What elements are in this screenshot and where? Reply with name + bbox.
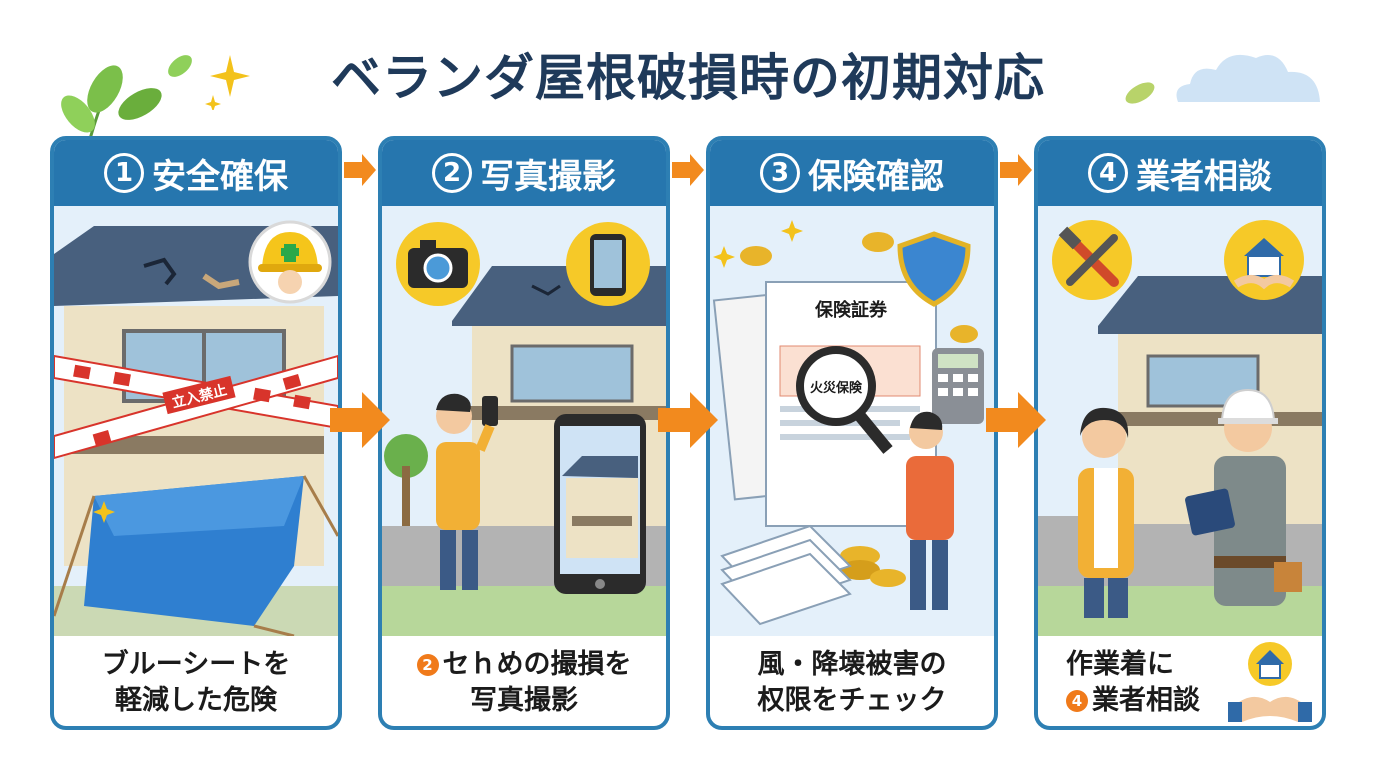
policy-title: 保険証券: [814, 299, 888, 321]
step-card-1: 1 安全確保: [50, 136, 342, 730]
arrow-right-icon: [986, 392, 1046, 448]
step-number-3: 3: [760, 153, 800, 193]
step-card-3: 3 保険確認 保険証券 火災保険: [706, 136, 998, 730]
caption-badge-4: 4: [1066, 690, 1088, 713]
step-card-2: 2 写真撮影: [378, 136, 670, 730]
house-handshake-icon: [1224, 220, 1304, 300]
leaf-decoration-icon: [1125, 82, 1155, 104]
step-caption-line: 風・降壊被害の: [757, 648, 947, 680]
step-caption-line: 权限をチェック: [757, 685, 947, 716]
leaf-decoration-icon: [61, 55, 192, 140]
shield-icon: [897, 231, 971, 307]
arrow-right-icon: [1000, 154, 1032, 186]
step-header-3: 3 保険確認: [710, 140, 994, 206]
magnifier-icon: 火災保険: [796, 346, 893, 454]
step-caption-3: 風・降壊被害の 权限をチェック: [710, 636, 994, 726]
cloud-icon: [1176, 54, 1320, 102]
step-header-1: 1 安全確保: [54, 140, 338, 206]
step-number-2: 2: [432, 153, 472, 193]
smartphone-icon: [566, 222, 650, 306]
step-header-4: 4 業者相談: [1038, 140, 1322, 206]
calculator-icon: [932, 348, 984, 424]
arrow-right-icon: [672, 154, 704, 186]
step-caption-line: ブルーシートを: [101, 648, 291, 680]
step-number-1: 1: [104, 153, 144, 193]
coin-icon: [740, 232, 978, 587]
step-label-2: 写真撮影: [480, 156, 616, 197]
arrow-right-icon: [330, 392, 390, 448]
lens-label: 火災保険: [810, 380, 863, 396]
arrow-right-icon: [344, 154, 376, 186]
step-label-3: 保険確認: [808, 156, 944, 197]
tools-icon: [1052, 220, 1132, 300]
step-caption-text: セｈめの撮損を: [442, 648, 632, 680]
step-label-1: 安全確保: [152, 156, 288, 197]
handshake-badge-icon: [1228, 642, 1312, 722]
step-caption-1: ブルーシートを 軽減した危険: [54, 636, 338, 726]
step-card-4: 4 業者相談: [1034, 136, 1326, 730]
blue-tarp-icon: [54, 475, 338, 636]
caption-badge-2: 2: [416, 653, 439, 676]
step-illustration-1: 立入禁止: [54, 206, 338, 636]
step-caption-text: 業者相談: [1092, 685, 1200, 716]
step-label-4: 業者相談: [1136, 156, 1272, 197]
camera-icon: [396, 222, 480, 306]
page-title: ベランダ屋根破損時の初期対応: [331, 49, 1045, 107]
step-illustration-3: 保険証券 火災保険: [710, 206, 994, 636]
step-caption-line: 写真撮影: [470, 685, 578, 716]
caution-tape-icon: 立入禁止: [54, 354, 338, 460]
step-caption-line: 軽減した危険: [115, 685, 277, 716]
arrow-right-icon: [658, 392, 718, 448]
step-number-4: 4: [1088, 153, 1128, 193]
sparkle-icon: [205, 55, 250, 110]
step-header-2: 2 写真撮影: [382, 140, 666, 206]
step-illustration-4: [1038, 206, 1322, 636]
hard-hat-icon: [248, 220, 332, 304]
step-caption-line: 作業着に: [1066, 648, 1174, 680]
step-illustration-2: [382, 206, 666, 636]
